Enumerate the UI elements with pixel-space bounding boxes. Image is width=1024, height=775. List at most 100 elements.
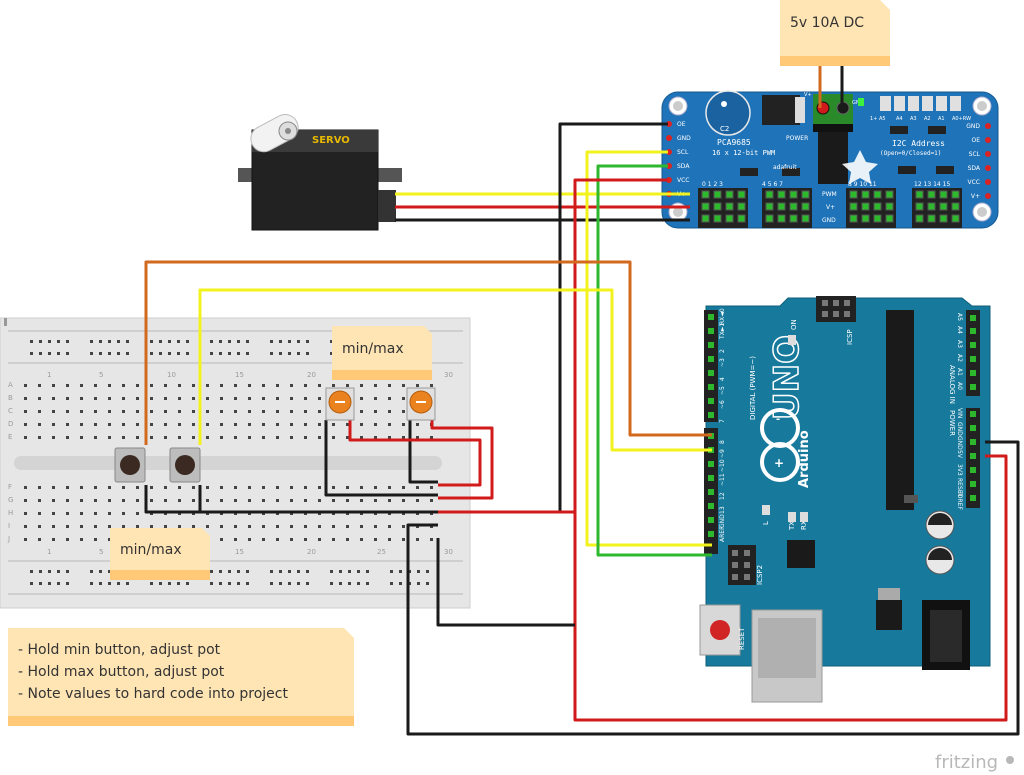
- terminal-hole: [178, 397, 181, 400]
- fritzing-watermark: fritzing: [935, 752, 1014, 773]
- terminal-hole: [94, 397, 97, 400]
- digital-pin: [708, 398, 714, 404]
- right-pin-label: OE: [971, 137, 980, 144]
- rx-led-label: RX: [800, 520, 808, 530]
- instruction-line: - Hold min button, adjust pot: [18, 642, 221, 658]
- digital-pin-label: 2: [719, 349, 726, 353]
- rail-hole: [210, 352, 213, 355]
- rail-hole: [330, 352, 333, 355]
- terminal-hole: [346, 538, 349, 541]
- rail-hole: [417, 582, 420, 585]
- terminal-hole: [136, 423, 139, 426]
- terminal-hole: [206, 384, 209, 387]
- servo-label: SERVO: [312, 135, 350, 146]
- instruction-line: - Hold max button, adjust pot: [18, 664, 225, 680]
- rail-hole: [348, 582, 351, 585]
- terminal-hole: [80, 436, 83, 439]
- terminal-hole: [80, 384, 83, 387]
- rail-hole: [246, 570, 249, 573]
- potentiometer-min[interactable]: [325, 387, 355, 421]
- left-pin-label: GND: [677, 135, 691, 142]
- pwm-headers[interactable]: [698, 188, 962, 228]
- rail-hole: [30, 582, 33, 585]
- rail-hole: [237, 582, 240, 585]
- terminal-hole: [248, 486, 251, 489]
- on-label: ON: [790, 319, 798, 330]
- pwm-header-pin: [849, 190, 858, 199]
- terminal-hole: [262, 397, 265, 400]
- rail-hole: [297, 352, 300, 355]
- rail-hole: [288, 352, 291, 355]
- terminal-hole: [402, 486, 405, 489]
- terminal-hole: [402, 397, 405, 400]
- terminal-hole: [220, 486, 223, 489]
- terminal-hole: [416, 436, 419, 439]
- rail-hole: [339, 570, 342, 573]
- arduino-uno[interactable]: RESET - + UNO Arduino DIGITAL (PWM=~) AN…: [699, 296, 991, 703]
- terminal-hole: [346, 486, 349, 489]
- digital-pin: [708, 328, 714, 334]
- rail-hole: [66, 582, 69, 585]
- terminal-hole: [122, 423, 125, 426]
- terminal-hole: [220, 436, 223, 439]
- arduino-headers[interactable]: [704, 310, 980, 554]
- terminal-hole: [150, 499, 153, 502]
- terminal-hole: [24, 423, 27, 426]
- terminal-hole: [80, 499, 83, 502]
- terminal-hole: [24, 410, 27, 413]
- digital-pin-label: 13: [719, 506, 726, 514]
- terminal-hole: [290, 436, 293, 439]
- pwm-driver-board[interactable]: C2 POWER V+ GND 1+ A5 A4 A3 A2 A1 A0+RW: [661, 90, 999, 229]
- rail-hole: [117, 340, 120, 343]
- terminal-hole: [108, 499, 111, 502]
- potentiometer-max[interactable]: [406, 387, 436, 421]
- pwm-header-pin: [939, 214, 948, 223]
- digital-pin-label: RX◄0: [719, 308, 726, 325]
- terminal-hole: [206, 397, 209, 400]
- analog-pin: [970, 328, 976, 334]
- terminal-hole: [416, 499, 419, 502]
- channel-group-label: 4 5 6 7: [762, 181, 783, 188]
- terminal-hole: [52, 486, 55, 489]
- pwm-header-pin: [789, 190, 798, 199]
- reset-button[interactable]: [710, 620, 730, 640]
- rail-hole: [339, 582, 342, 585]
- terminal-hole: [136, 499, 139, 502]
- max-button[interactable]: [169, 447, 201, 483]
- wires: [144, 65, 1020, 736]
- col-number: 1: [47, 371, 51, 379]
- terminal-hole: [360, 486, 363, 489]
- terminal-hole: [276, 525, 279, 528]
- terminal-hole: [24, 384, 27, 387]
- pwm-c2-label: C2: [720, 125, 729, 133]
- terminal-hole: [430, 499, 433, 502]
- digital-pin: [708, 475, 714, 481]
- terminal-hole: [206, 423, 209, 426]
- digital-pin-label: ~9: [719, 449, 726, 458]
- servo-motor[interactable]: SERVO: [238, 110, 402, 231]
- terminal-hole: [276, 410, 279, 413]
- right-pin-label: SDA: [968, 165, 981, 172]
- terminal-hole: [360, 436, 363, 439]
- rail-hole: [126, 352, 129, 355]
- arduino-logo: - +: [760, 408, 800, 482]
- digital-pin: [708, 384, 714, 390]
- terminal-hole: [402, 410, 405, 413]
- terminal-hole: [290, 397, 293, 400]
- power-pin-label: GND: [956, 436, 963, 450]
- terminal-gnd-label: GND: [852, 100, 864, 106]
- power-pin: [970, 467, 976, 473]
- terminal-hole: [304, 384, 307, 387]
- analog-pin-label: A1: [956, 368, 963, 376]
- terminal-hole: [430, 384, 433, 387]
- min-button[interactable]: [114, 447, 146, 483]
- terminal-hole: [52, 397, 55, 400]
- terminal-hole: [108, 384, 111, 387]
- terminal-hole: [290, 525, 293, 528]
- terminal-hole: [430, 436, 433, 439]
- rail-hole: [108, 582, 111, 585]
- terminal-hole: [318, 538, 321, 541]
- button-note: min/max: [110, 528, 210, 580]
- rail-hole: [150, 352, 153, 355]
- pwm-header-pin: [725, 202, 734, 211]
